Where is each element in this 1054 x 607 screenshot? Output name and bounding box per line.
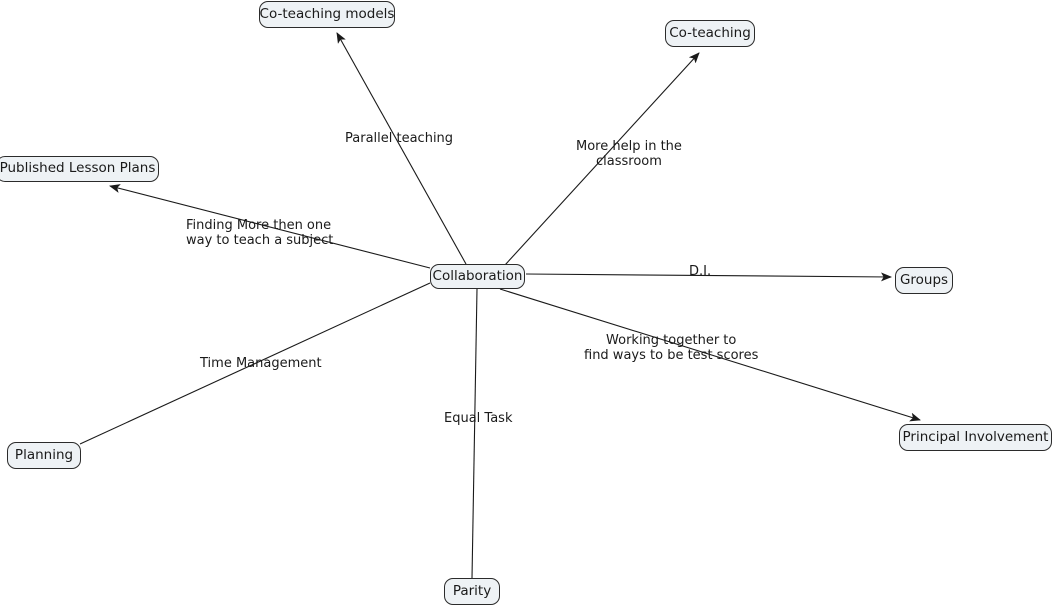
concept-node-label: Principal Involvement bbox=[902, 428, 1049, 445]
concept-node-collaboration[interactable]: Collaboration bbox=[430, 264, 525, 289]
edge-label-working-together: Working together to find ways to be test… bbox=[584, 333, 759, 363]
concept-node-label: Groups bbox=[899, 271, 949, 288]
concept-node-co-teaching[interactable]: Co-teaching bbox=[665, 20, 755, 47]
concept-node-label: Co-teaching models bbox=[259, 5, 395, 22]
edge-lines bbox=[79, 32, 921, 579]
concept-node-published-lesson-plans[interactable]: Published Lesson Plans bbox=[0, 156, 159, 182]
concept-node-parity[interactable]: Parity bbox=[444, 578, 500, 605]
concept-node-label: Collaboration bbox=[432, 267, 523, 284]
concept-node-groups[interactable]: Groups bbox=[895, 267, 953, 294]
concept-node-planning[interactable]: Planning bbox=[7, 442, 81, 469]
edge-line bbox=[336, 32, 467, 265]
concept-node-co-teaching-models[interactable]: Co-teaching models bbox=[259, 1, 395, 28]
edge-line bbox=[471, 288, 478, 579]
concept-node-principal-involvement[interactable]: Principal Involvement bbox=[899, 424, 1052, 451]
edge-label-time-management: Time Management bbox=[200, 356, 322, 371]
edge-label-more-help: More help in the classroom bbox=[576, 139, 682, 169]
concept-node-label: Parity bbox=[452, 582, 492, 599]
concept-node-label: Published Lesson Plans bbox=[0, 160, 156, 177]
concept-node-label: Co-teaching bbox=[669, 24, 751, 41]
concept-node-label: Planning bbox=[14, 446, 74, 463]
edge-label-parallel-teaching: Parallel teaching bbox=[345, 131, 454, 146]
edge-label-di: D.I. bbox=[689, 264, 712, 279]
edge-label-finding-more: Finding More then one way to teach a sub… bbox=[186, 218, 334, 248]
edge-label-equal-task: Equal Task bbox=[444, 411, 513, 426]
